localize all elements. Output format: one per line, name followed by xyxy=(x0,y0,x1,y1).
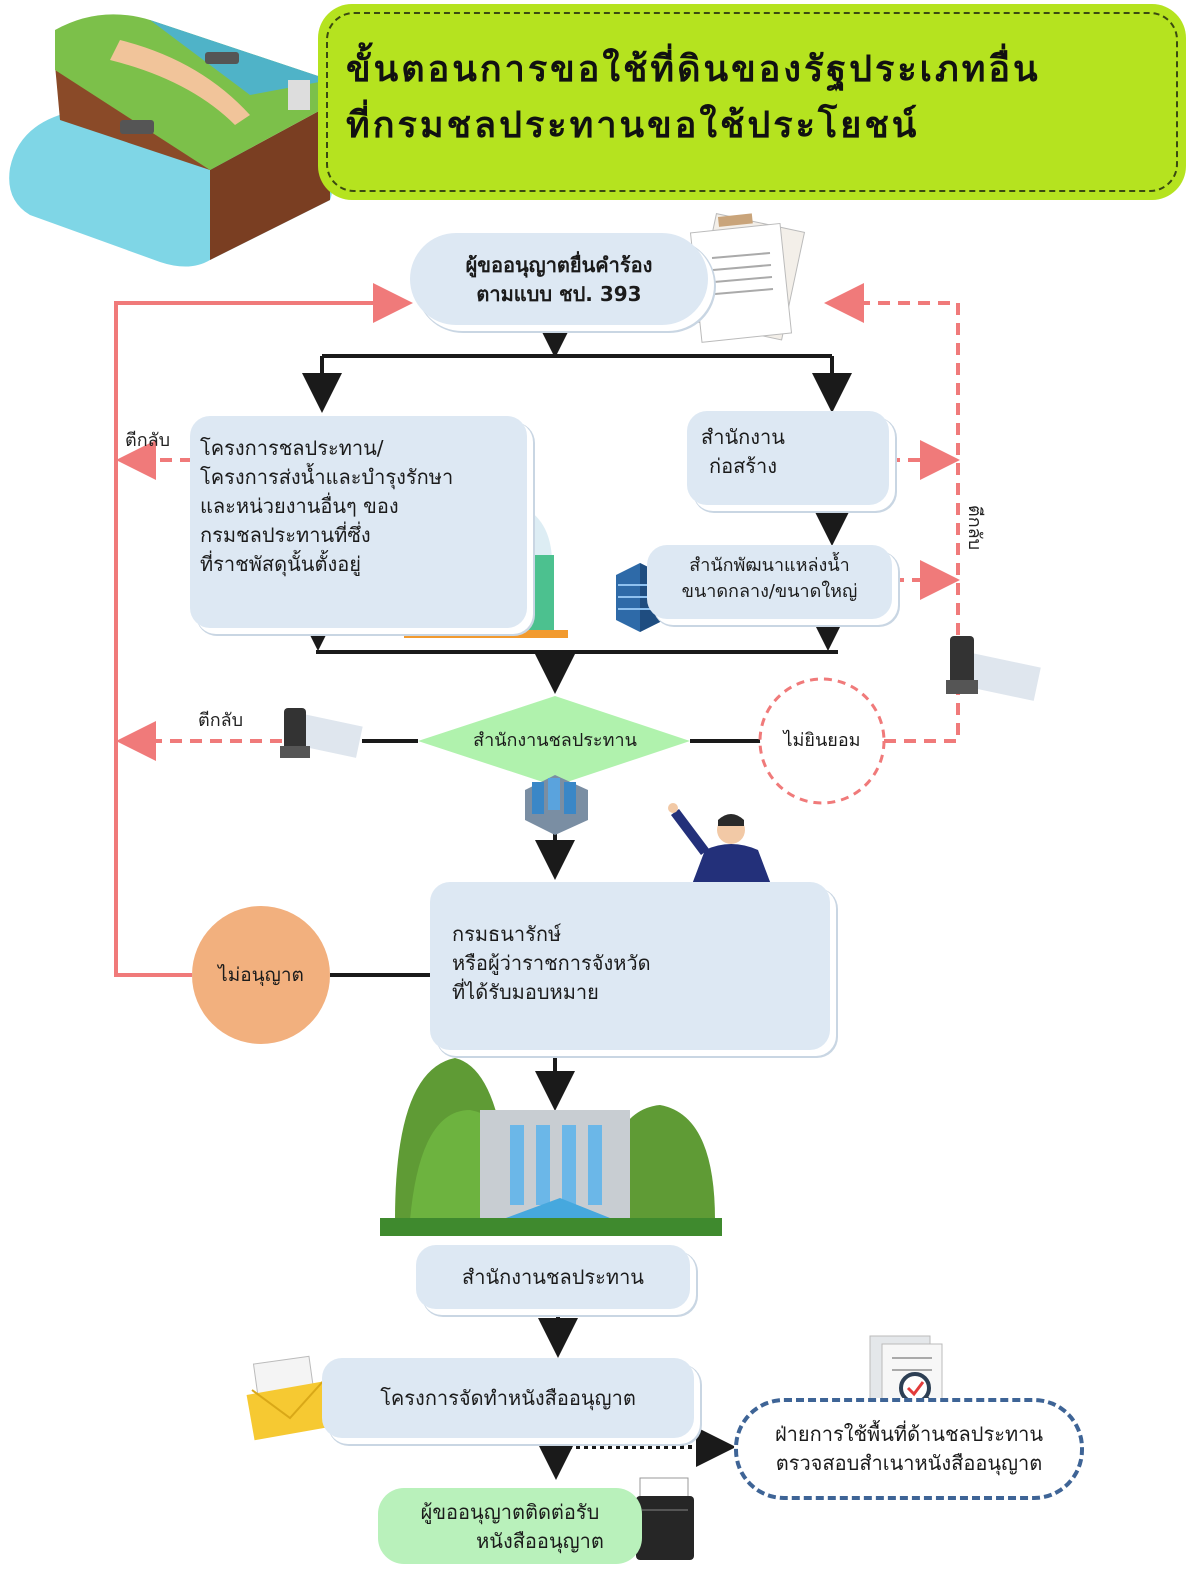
node-area-use-line2: ตรวจสอบสำเนาหนังสืออนุญาต xyxy=(775,1451,1043,1475)
node-irrigation-line4: กรมชลประทานที่ซึ่ง xyxy=(200,523,371,547)
node-construction-line2: ก่อสร้าง xyxy=(708,454,778,478)
node-irrigation-line3: และหน่วยงานอื่นๆ ของ xyxy=(200,494,399,518)
node-irrigation-line1: โครงการชลประทาน/ xyxy=(200,436,384,460)
label-return-left: ตีกลับ xyxy=(125,430,171,451)
title-line-2: ที่กรมชลประทานขอใช้ประโยชน์ xyxy=(346,105,920,146)
node-regional-office-label: สำนักงานชลประทาน xyxy=(462,1265,644,1289)
node-treasury-dept: กรมธนารักษ์ หรือผู้ว่าราชการจังหวัด ที่ไ… xyxy=(430,882,830,1050)
stamp-icon xyxy=(280,708,363,758)
node-construction-line1: สำนักงาน xyxy=(701,425,785,449)
dam-forest-illustration xyxy=(380,1058,722,1236)
node-permit-letter-project: โครงการจัดทำหนังสืออนุญาต xyxy=(322,1358,694,1438)
decision-diamond xyxy=(418,696,690,786)
node-not-permit-label: ไม่อนุญาต xyxy=(218,964,304,986)
label-return-right: ตีกลับ xyxy=(964,505,985,551)
node-applicant-submit: ผู้ขออนุญาตยื่นคำร้อง ตามแบบ ชป. 393 xyxy=(410,233,708,325)
envelope-icon xyxy=(246,1355,330,1441)
node-decision-office: สำนักงานชลประทาน xyxy=(473,730,637,751)
node-irrigation-line2: โครงการส่งน้ำและบำรุงรักษา xyxy=(200,465,454,489)
not-consent-circle xyxy=(758,677,886,805)
wallet-icon xyxy=(636,1477,694,1560)
node-construction-office: สำนักงาน ก่อสร้าง xyxy=(687,411,889,505)
node-applicant-submit-line1: ผู้ขออนุญาตยื่นคำร้อง xyxy=(465,253,653,277)
node-water-dev-office: สำนักพัฒนาแหล่งน้ำ ขนาดกลาง/ขนาดใหญ่ xyxy=(647,545,892,619)
title-dashed-frame xyxy=(326,12,1178,192)
title-banner: ขั้นตอนการขอใช้ที่ดินของรัฐประเภทอื่น ที… xyxy=(318,4,1186,200)
label-return-mid: ตีกลับ xyxy=(198,710,244,731)
stamp-icon xyxy=(946,636,1041,701)
node-permit-letter-label: โครงการจัดทำหนังสืออนุญาต xyxy=(380,1386,636,1410)
node-not-consent: ไม่ยินยอม xyxy=(783,730,861,751)
node-applicant-receive: ผู้ขออนุญาตติดต่อรับ หนังสืออนุญาต xyxy=(378,1488,642,1564)
node-treasury-line3: ที่ได้รับมอบหมาย xyxy=(452,980,599,1004)
node-regional-office: สำนักงานชลประทาน xyxy=(416,1245,690,1309)
node-applicant-submit-line2: ตามแบบ ชป. 393 xyxy=(476,282,642,306)
node-area-use-line1: ฝ่ายการใช้พื้นที่ด้านชลประทาน xyxy=(774,1422,1044,1446)
node-treasury-line1: กรมธนารักษ์ xyxy=(452,922,562,946)
node-area-use-section: ฝ่ายการใช้พื้นที่ด้านชลประทาน ตรวจสอบสำเ… xyxy=(734,1398,1084,1500)
node-water-dev-line1: สำนักพัฒนาแหล่งน้ำ xyxy=(689,555,850,576)
page-title: ขั้นตอนการขอใช้ที่ดินของรัฐประเภทอื่น ที… xyxy=(346,42,1041,154)
node-treasury-line2: หรือผู้ว่าราชการจังหวัด xyxy=(452,951,651,975)
documents-icon xyxy=(689,213,806,343)
node-irrigation-line5: ที่ราชพัสดุนั้นตั้งอยู่ xyxy=(200,552,361,576)
dam-illustration xyxy=(9,14,333,267)
node-not-permit: ไม่อนุญาต xyxy=(192,906,330,1044)
server-icon xyxy=(525,775,588,835)
node-water-dev-line2: ขนาดกลาง/ขนาดใหญ่ xyxy=(681,581,858,602)
node-applicant-receive-line2: หนังสืออนุญาต xyxy=(476,1529,604,1553)
title-line-1: ขั้นตอนการขอใช้ที่ดินของรัฐประเภทอื่น xyxy=(346,49,1041,90)
node-applicant-receive-line1: ผู้ขออนุญาตติดต่อรับ xyxy=(420,1500,600,1524)
node-irrigation-project: โครงการชลประทาน/ โครงการส่งน้ำและบำรุงรั… xyxy=(190,416,527,628)
